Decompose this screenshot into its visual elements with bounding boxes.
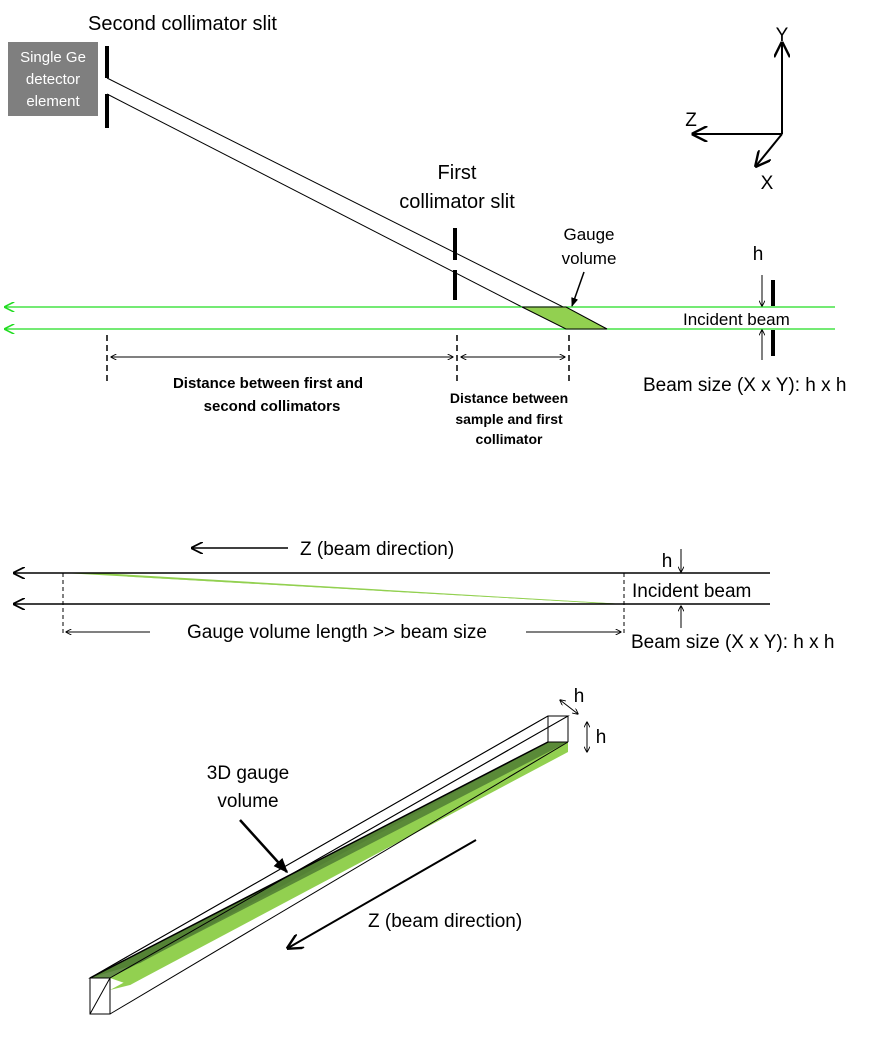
top-panel: Single Ge detector element Second collim…	[5, 13, 846, 447]
bottom-z-label: Z (beam direction)	[368, 911, 522, 932]
axis-y-label: Y	[776, 25, 789, 46]
middle-gauge-fill	[63, 573, 624, 604]
middle-h-label: h	[662, 551, 673, 572]
bottom-direction-arrow	[288, 839, 477, 948]
gauge-3d-label-line-2: volume	[217, 791, 278, 812]
middle-incident-beam-label: Incident beam	[632, 581, 751, 602]
top-beam-size-label: Beam size (X x Y): h x h	[643, 375, 846, 396]
top-incident-beam-label: Incident beam	[683, 310, 790, 329]
ray-line-upper	[106, 77, 608, 330]
middle-panel: Z (beam direction) Gauge volume length >…	[14, 539, 834, 653]
detector-label-line-3: element	[26, 93, 80, 110]
bar-edge-8	[109, 741, 569, 1015]
axis-z-label: Z	[685, 110, 697, 131]
bar-edge-7	[109, 715, 569, 979]
detector-label-line-1: Single Ge	[20, 49, 86, 66]
distance-collimators-label-line-1: Distance between first and	[173, 375, 363, 392]
gauge-plane-light-2	[110, 742, 568, 990]
gauge-3d-label-line-1: 3D gauge	[207, 763, 289, 784]
top-h-label: h	[753, 244, 764, 265]
gauge-plane-dark-2	[90, 742, 568, 978]
bar-front-face	[89, 977, 111, 1015]
bottom-h-label-2: h	[596, 727, 607, 748]
detector-box	[8, 42, 98, 116]
gauge-plane-light	[110, 742, 568, 985]
distance-sample-label-line-3: collimator	[476, 431, 543, 447]
second-slit-label: Second collimator slit	[88, 13, 277, 35]
ray-line-lower	[106, 93, 523, 308]
bar-top-face	[88, 715, 570, 979]
h-arrow-width	[560, 700, 578, 714]
middle-z-label: Z (beam direction)	[300, 539, 454, 560]
bar-front-diag	[89, 977, 111, 1015]
distance-sample-label-line-1: Distance between	[450, 390, 568, 406]
axis-x-label: X	[761, 173, 774, 194]
distance-sample-label-line-2: sample and first	[455, 411, 563, 427]
gauge-label-line-2: volume	[562, 249, 617, 268]
gauge-3d-pointer	[239, 819, 289, 874]
bar-edge-6	[89, 741, 549, 979]
first-slit-label-line-2: collimator slit	[399, 191, 515, 213]
bar-edge-5	[89, 715, 549, 979]
axis-x	[756, 133, 783, 166]
gauge-label-line-1: Gauge	[563, 225, 614, 244]
distance-collimators-label-line-2: second collimators	[204, 398, 341, 415]
middle-beam-size-label: Beam size (X x Y): h x h	[631, 632, 834, 653]
middle-gauge-length-label: Gauge volume length >> beam size	[187, 622, 487, 643]
first-slit-label-line-1: First	[438, 162, 477, 184]
gauge-label-arrow	[571, 271, 585, 307]
bottom-h-label-1: h	[574, 686, 585, 707]
detector-label-line-2: detector	[26, 71, 80, 88]
bottom-panel: h h 3D gauge volume Z (beam direction)	[88, 686, 607, 1015]
gauge-volume-shape	[521, 306, 608, 330]
